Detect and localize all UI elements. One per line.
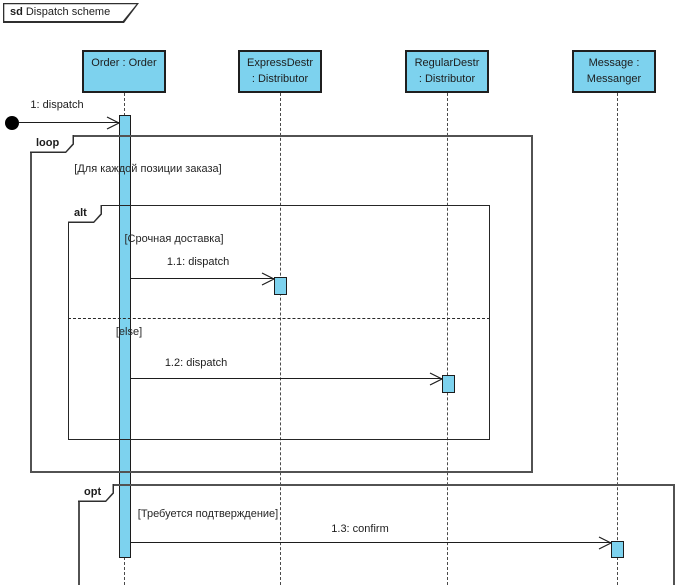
fragment-loop-tab: loop	[30, 135, 74, 153]
message-1-2-arrowhead-icon	[429, 372, 443, 386]
fragment-alt-divider	[68, 318, 490, 319]
lifeline-expressdestr[interactable]	[280, 93, 281, 585]
fragment-alt[interactable]: alt	[68, 205, 490, 440]
found-message-dot-icon[interactable]	[5, 116, 19, 130]
message-1-1-line[interactable]	[131, 278, 274, 279]
activation-order[interactable]	[119, 115, 131, 558]
lifeline-head-expressdestr[interactable]: ExpressDestr : Distributor	[238, 50, 322, 93]
fragment-alt-guard-else: [else]	[115, 326, 143, 338]
fragment-alt-guard-urgent: [Срочная доставка]	[124, 233, 224, 245]
lifeline-head-message-label2: Messanger	[586, 73, 642, 85]
message-1-2-label[interactable]: 1.2: dispatch	[164, 357, 228, 369]
message-1-3-line[interactable]	[131, 542, 611, 543]
lifeline-head-message[interactable]: Message : Messanger	[572, 50, 656, 93]
message-1-label[interactable]: 1: dispatch	[30, 99, 84, 111]
lifeline-head-regulardestr[interactable]: RegularDestr : Distributor	[405, 50, 489, 93]
frame-title-name: Dispatch scheme	[25, 6, 111, 18]
frame-title-tab-fill	[4, 4, 136, 21]
lifeline-head-expressdestr-label2: : Distributor	[251, 73, 309, 85]
activation-regulardestr[interactable]	[442, 375, 455, 393]
fragment-alt-operator: alt	[74, 207, 87, 219]
fragment-loop[interactable]: loop	[30, 135, 533, 473]
fragment-opt-tab-fill	[78, 484, 113, 501]
fragment-opt[interactable]: opt	[78, 484, 675, 585]
message-1-line[interactable]	[19, 122, 119, 123]
lifeline-head-regulardestr-label2: : Distributor	[418, 73, 476, 85]
lifeline-regulardestr[interactable]	[447, 93, 448, 585]
activation-message[interactable]	[611, 541, 624, 558]
activation-expressdestr[interactable]	[274, 277, 287, 295]
lifeline-message[interactable]	[617, 93, 618, 585]
message-1-3-arrowhead-icon	[598, 536, 612, 550]
lifeline-head-order-label1: Order : Order	[91, 57, 157, 69]
fragment-opt-operator: opt	[84, 486, 102, 498]
fragment-opt-guard: [Требуется подтверждение]	[137, 508, 279, 520]
fragment-alt-tab: alt	[68, 205, 102, 223]
fragment-alt-tab-fill	[68, 205, 101, 222]
fragment-opt-tab: opt	[78, 484, 114, 502]
fragment-loop-operator: loop	[36, 137, 60, 149]
message-1-1-arrowhead-icon	[261, 272, 275, 286]
frame-title-keyword: sd	[10, 6, 23, 18]
lifeline-head-message-label1: Message :	[588, 57, 640, 69]
lifeline-head-order[interactable]: Order : Order	[82, 50, 166, 93]
message-1-arrowhead-icon	[106, 116, 120, 130]
message-1-3-label[interactable]: 1.3: confirm	[331, 523, 389, 535]
fragment-loop-guard: [Для каждой позиции заказа]	[74, 163, 222, 175]
fragment-loop-tab-fill	[30, 135, 73, 152]
lifeline-head-expressdestr-label1: ExpressDestr	[246, 57, 314, 69]
lifeline-head-regulardestr-label1: RegularDestr	[414, 57, 480, 69]
message-1-1-label[interactable]: 1.1: dispatch	[166, 256, 230, 268]
message-1-2-line[interactable]	[131, 378, 442, 379]
